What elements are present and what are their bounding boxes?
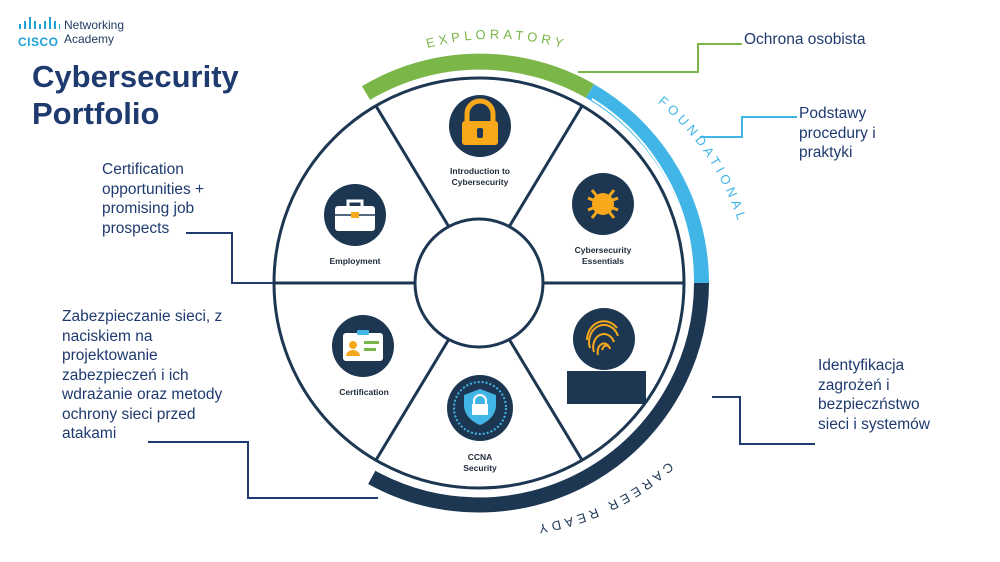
exploratory-arc	[361, 53, 594, 100]
svg-text:Certification: Certification	[339, 387, 389, 397]
svg-text:Cybersecurity: Cybersecurity	[575, 245, 632, 255]
padlock-icon	[449, 95, 511, 157]
note-podstawy: Podstawy procedury i praktyki	[799, 105, 876, 161]
hidden-course-label-box	[567, 371, 646, 404]
briefcase-icon	[324, 184, 386, 246]
note-ochrona-osobista: Ochrona osobista	[744, 31, 866, 48]
segment-certification: Certification	[332, 315, 394, 397]
id-card-icon	[332, 315, 394, 377]
cisco-wordmark: CISCO	[18, 35, 59, 49]
svg-text:Employment: Employment	[329, 256, 380, 266]
cisco-networking-academy-logo: CISCO Networking Academy	[18, 14, 148, 50]
svg-text:Essentials: Essentials	[582, 256, 624, 266]
cisco-bars-icon	[19, 17, 60, 29]
page-title: Cybersecurity Portfolio	[32, 59, 239, 131]
foundational-arc	[585, 84, 709, 284]
exploratory-label: EXPLORATORY	[424, 27, 568, 52]
segment-career-fingerprint	[567, 308, 646, 404]
svg-text:Cybersecurity: Cybersecurity	[452, 177, 509, 187]
svg-text:CCNA: CCNA	[468, 452, 493, 462]
svg-text:Introduction to: Introduction to	[450, 166, 510, 176]
connector-certification	[186, 232, 275, 284]
note-identyfikacja: Identyfikacja zagrożeń i bezpieczństwo s…	[818, 357, 930, 433]
career-ready-arc	[368, 282, 709, 513]
segment-cybersecurity-essentials: Cybersecurity Essentials	[572, 173, 634, 266]
connector-podstawy	[700, 116, 797, 138]
note-zabezpieczanie-sieci: Zabezpieczanie sieci, z naciskiem na pro…	[62, 308, 223, 442]
connector-zabezpieczanie	[148, 441, 378, 499]
segment-ccna-security: CCNA Security	[447, 375, 513, 473]
bug-icon	[572, 173, 634, 235]
fingerprint-icon	[573, 308, 635, 370]
svg-text:Security: Security	[463, 463, 497, 473]
segment-introduction-to-cybersecurity: Introduction to Cybersecurity	[449, 95, 511, 187]
connector-ochrona	[578, 43, 742, 73]
segment-employment: Employment	[324, 184, 386, 266]
center-circle	[413, 217, 545, 349]
note-certification-opportunities: Certification opportunities + promising …	[102, 161, 205, 237]
networking-academy-text: Networking Academy	[64, 18, 125, 46]
connector-identyfikacja	[712, 396, 815, 445]
shield-lock-icon	[447, 375, 513, 441]
